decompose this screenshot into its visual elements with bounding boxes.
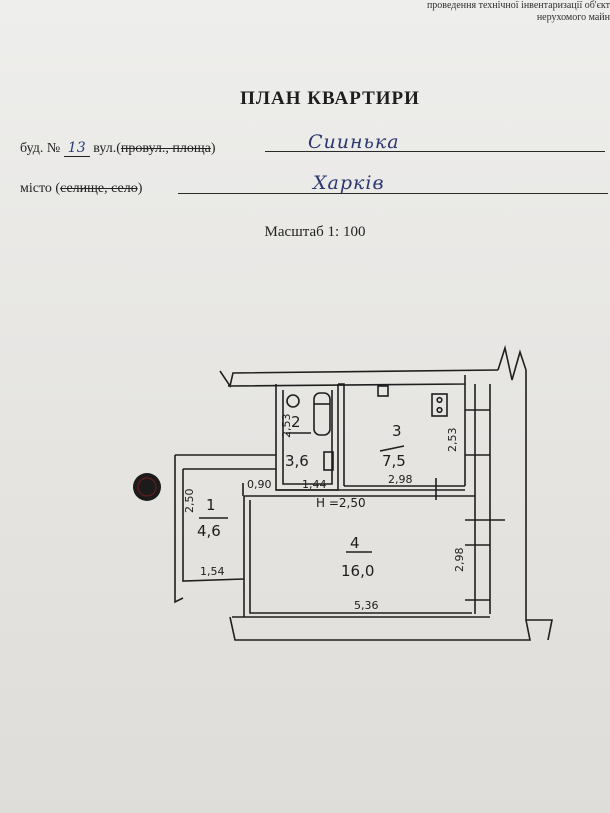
street-name: Сиинька — [308, 131, 400, 153]
building-label: буд. № — [20, 141, 61, 156]
city-name: Харків — [313, 172, 385, 194]
dim-144: 1,44 — [302, 478, 327, 491]
paren-close: ) — [137, 181, 143, 196]
outer-wall-bottom — [229, 616, 531, 641]
header-note-line1: проведення технічної інвентаризації об'є… — [426, 0, 610, 11]
header-note: проведення технічної інвентаризації об'є… — [380, 0, 610, 24]
corridor-wall-left — [174, 455, 184, 604]
kitchen-sink-icon — [377, 385, 389, 397]
paren-close: ) — [210, 141, 216, 156]
header-note-line2: нерухомого майн — [536, 12, 610, 23]
scale-label: Масштаб 1: 100 — [264, 224, 366, 240]
paren-open: ( — [55, 181, 61, 196]
paren-open: ( — [116, 141, 121, 156]
room-4-number: 4 — [350, 534, 360, 552]
stove-icon — [431, 393, 448, 417]
room-4-area: 16,0 — [341, 562, 374, 580]
wall-break-mark — [497, 344, 527, 381]
outer-wall-right — [525, 370, 553, 641]
ceiling-height: H =2,50 — [316, 496, 366, 510]
dim-bathroom-height: 2,53 — [280, 414, 293, 439]
page-title: ПЛАН КВАРТИРИ — [240, 88, 420, 109]
street-prefix: вул. — [93, 141, 117, 156]
dim-room4-height: 2,98 — [453, 548, 466, 573]
sink-icon — [323, 451, 334, 471]
struck-city-options: селище, село — [60, 181, 138, 196]
room-1-area: 4,6 — [197, 522, 221, 540]
outer-wall-top-left — [219, 369, 499, 388]
outer-wall-top-inner — [227, 375, 466, 387]
street-underline — [265, 151, 605, 152]
room-1-number: 1 — [206, 496, 216, 514]
room-2-number: 2 — [291, 413, 301, 431]
dim-corridor-width: 1,54 — [200, 565, 225, 578]
address-line: буд. № 13 вул.(провул., площа) — [20, 140, 216, 157]
city-line: місто (селище, село) — [20, 181, 142, 197]
dim-room4-width: 5,36 — [354, 599, 379, 612]
dim-kitchen-height: 2,53 — [446, 428, 459, 453]
room-3-area: 7,5 — [382, 452, 406, 470]
building-number: 13 — [63, 140, 90, 157]
room-3-number: 3 — [392, 422, 402, 440]
window-marks-right — [465, 409, 505, 601]
city-underline — [178, 193, 608, 194]
toilet-icon — [286, 394, 300, 408]
dim-corridor-height: 2,50 — [183, 489, 196, 514]
ink-blot — [133, 473, 161, 501]
struck-street-options: провул., площа — [120, 141, 211, 156]
room-2-area: 3,6 — [285, 452, 309, 470]
dim-090: 0,90 — [247, 478, 272, 491]
bathtub-icon — [313, 392, 331, 436]
dim-kitchen-width: 2,98 — [388, 473, 413, 486]
city-label: місто — [20, 181, 52, 196]
